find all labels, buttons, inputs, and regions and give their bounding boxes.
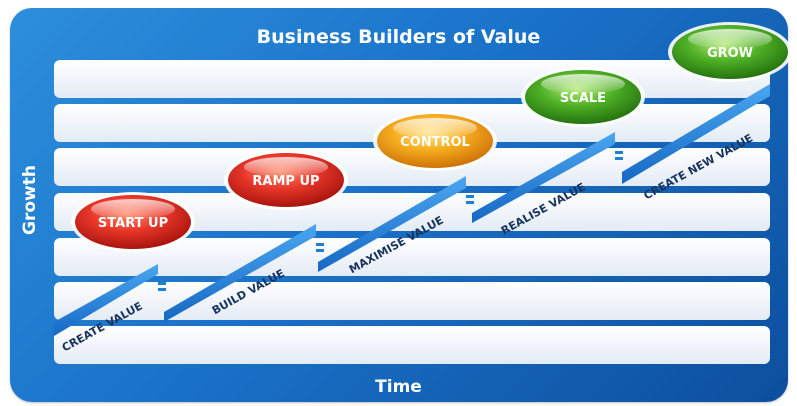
band-row (54, 282, 770, 320)
milestones: START UP RAMP UP CONTROL SCALE GROW (71, 22, 792, 252)
milestone-label: RAMP UP (252, 174, 319, 189)
y-axis-label: Growth (20, 165, 40, 235)
milestone-control: CONTROL (373, 111, 497, 171)
milestone-label: SCALE (560, 91, 606, 106)
step-3 (318, 176, 474, 272)
milestone-scale: SCALE (521, 67, 645, 127)
milestone-ramp-up: RAMP UP (224, 150, 348, 210)
milestone-label: CONTROL (400, 135, 470, 150)
milestone-start-up: START UP (71, 192, 195, 252)
band-row (54, 238, 770, 276)
step-2 (164, 224, 324, 322)
milestone-label: START UP (98, 216, 168, 231)
band-row (54, 326, 770, 364)
milestone-grow: GROW (668, 22, 792, 82)
band-row (54, 60, 770, 98)
step-1 (54, 264, 166, 336)
diagram-title: Business Builders of Value (256, 26, 541, 48)
x-axis-label: Time (375, 377, 422, 397)
step-4 (472, 132, 623, 223)
step-5 (622, 84, 770, 184)
milestone-label: GROW (707, 46, 753, 61)
value-steps (54, 84, 770, 336)
